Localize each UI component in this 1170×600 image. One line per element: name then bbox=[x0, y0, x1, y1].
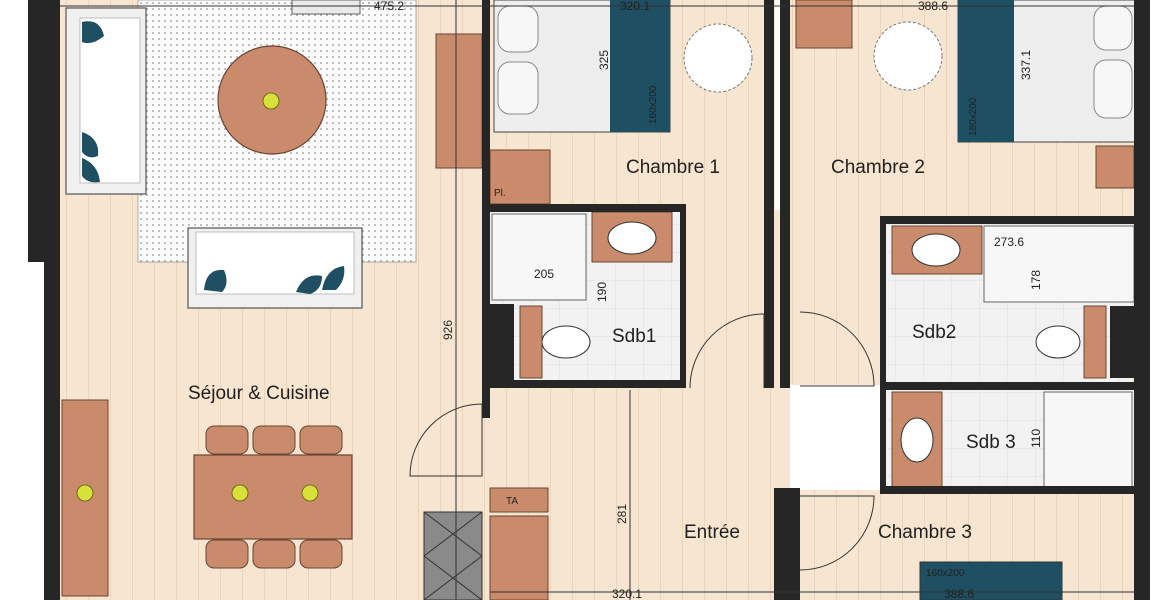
counter-sdb1 bbox=[519, 305, 543, 379]
wall-cabinet bbox=[435, 33, 483, 169]
pillow bbox=[497, 5, 539, 53]
dim-label-sdb2-width: 273.6 bbox=[994, 235, 1024, 249]
dim-label-sdb1-height: 190 bbox=[595, 282, 609, 302]
chair-bottom-1 bbox=[205, 539, 249, 569]
plant-icon bbox=[231, 484, 249, 502]
dim-label-top-ch1: 320.1 bbox=[620, 0, 650, 13]
wall-sejour-right bbox=[482, 0, 490, 388]
room-label-chambre3: Chambre 3 bbox=[878, 522, 972, 543]
bed-chambre1-cover bbox=[610, 0, 670, 132]
placard-label: Pl. bbox=[494, 188, 506, 199]
chair-top-3 bbox=[299, 425, 343, 455]
chair-bottom-2 bbox=[252, 539, 296, 569]
plant-icon bbox=[262, 92, 280, 110]
dining-table bbox=[193, 454, 353, 540]
bath-rug bbox=[873, 21, 943, 91]
shower-sdb2 bbox=[983, 225, 1135, 303]
dim-label-ch1-bed: 325 bbox=[597, 50, 611, 70]
entry-cabinet bbox=[489, 515, 549, 600]
wall-left-outer bbox=[28, 0, 44, 262]
dim-label-ch2-bed: 337.1 bbox=[1019, 50, 1033, 80]
toilet-sdb2 bbox=[1035, 325, 1081, 359]
room-label-sdb3: Sdb 3 bbox=[966, 432, 1016, 453]
sofa-bottom-pillow-2 bbox=[296, 275, 322, 294]
wall-sdb3-left bbox=[880, 382, 886, 494]
sofa-bottom-pillow-1 bbox=[204, 269, 227, 292]
bed-chambre2-cover bbox=[958, 0, 1014, 142]
bed-chambre3 bbox=[919, 561, 1063, 600]
room-label-entree: Entrée bbox=[684, 522, 740, 543]
dim-label-sdb2-height: 178 bbox=[1029, 270, 1043, 290]
shower-sdb3 bbox=[1043, 391, 1133, 489]
wall-sejour-right-low bbox=[482, 388, 490, 418]
sink-sdb3 bbox=[900, 417, 934, 463]
wall-sdb2-left bbox=[880, 216, 886, 386]
pillow bbox=[497, 61, 539, 115]
bath-rug bbox=[683, 23, 753, 93]
dim-label-sejour-height: 926 bbox=[441, 320, 455, 340]
sofa-left-pillow-2 bbox=[82, 132, 99, 158]
wall-sdb1-left bbox=[486, 304, 514, 382]
shoe-rack-cross bbox=[423, 511, 483, 600]
shoe-rack bbox=[423, 511, 483, 600]
chair-bottom-3 bbox=[299, 539, 343, 569]
wall-entree-right bbox=[774, 488, 800, 600]
shower-sdb1 bbox=[491, 213, 587, 301]
plant-icon bbox=[301, 484, 319, 502]
bed-label-ch3: 160x200 bbox=[926, 568, 965, 579]
wall-sdb2-right-inner bbox=[1110, 306, 1134, 378]
toilet-sdb1 bbox=[541, 325, 591, 359]
top-cabinet bbox=[291, 0, 361, 15]
dim-label-bottom-ch3: 388.6 bbox=[944, 587, 974, 600]
top-cabinet-ch2 bbox=[795, 0, 853, 49]
tableau-alarm-cabinet bbox=[489, 487, 549, 513]
tableau-alarm-label: TA bbox=[506, 496, 518, 507]
room-label-sdb1: Sdb1 bbox=[612, 326, 656, 347]
dim-label-top-left: 475.2 bbox=[374, 0, 404, 13]
wall-ch2-left bbox=[780, 0, 790, 388]
dim-label-sdb3-height: 110 bbox=[1029, 429, 1043, 448]
room-label-chambre2: Chambre 2 bbox=[831, 157, 925, 178]
room-label-sdb2: Sdb2 bbox=[912, 322, 956, 343]
dim-label-entree-height: 281 bbox=[615, 504, 629, 524]
chair-top-2 bbox=[252, 425, 296, 455]
sofa-bottom-pillow-3 bbox=[322, 266, 345, 290]
placard-chambre1 bbox=[489, 149, 551, 205]
plant-icon bbox=[76, 484, 94, 502]
dim-label-top-ch2: 388.6 bbox=[918, 0, 948, 13]
wall-sdb1-bottom bbox=[486, 380, 686, 388]
wall-sdb2-top bbox=[884, 216, 1136, 224]
door-arc-sejour bbox=[409, 403, 483, 477]
wall-sdb1-right bbox=[680, 204, 686, 384]
wall-left bbox=[44, 0, 60, 600]
sofa-left-pillow-1 bbox=[82, 21, 104, 44]
chair-top-1 bbox=[205, 425, 249, 455]
wall-right bbox=[1134, 0, 1150, 600]
room-label-sejour: Séjour & Cuisine bbox=[188, 383, 330, 404]
pillow bbox=[1093, 59, 1133, 119]
wall-ch1-bottom bbox=[486, 204, 686, 212]
wall-sdb2-bottom bbox=[880, 382, 1136, 390]
bed-label-ch1: 160x200 bbox=[648, 85, 659, 124]
door-arc-ch3 bbox=[799, 495, 875, 571]
sofa-left-pillow-3 bbox=[82, 158, 100, 183]
wall-ch1-ch2 bbox=[764, 0, 774, 388]
sink-sdb1 bbox=[607, 221, 657, 255]
counter-sdb2 bbox=[1083, 305, 1107, 379]
pillow bbox=[1093, 5, 1133, 51]
door-arc-sdb1 bbox=[689, 313, 765, 389]
door-arc-ch2 bbox=[799, 311, 875, 387]
wall-sdb3-bottom bbox=[880, 486, 1136, 494]
nightstand bbox=[1095, 145, 1135, 189]
dim-label-sdb1-width: 205 bbox=[534, 267, 554, 281]
dim-label-bottom-entree: 320.1 bbox=[612, 587, 642, 600]
room-label-chambre1: Chambre 1 bbox=[626, 157, 720, 178]
bed-label-ch2: 180x200 bbox=[968, 97, 979, 136]
sink-sdb2 bbox=[911, 233, 961, 267]
